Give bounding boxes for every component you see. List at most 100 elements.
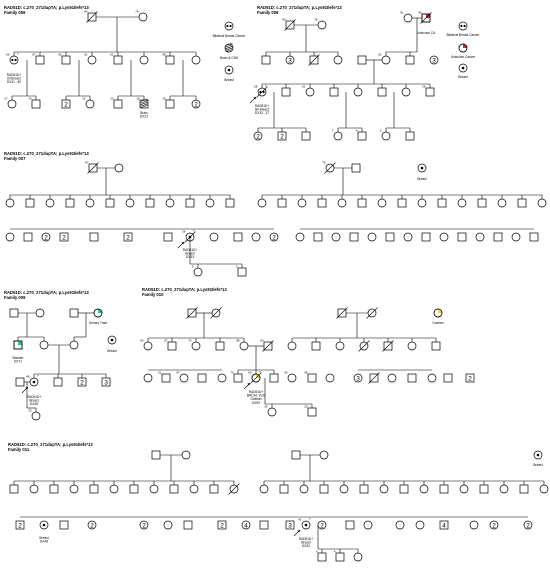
male-individual bbox=[105, 198, 115, 208]
female-individual bbox=[459, 484, 469, 494]
female-symbol bbox=[415, 520, 425, 530]
female-individual bbox=[224, 21, 234, 31]
female-symbol bbox=[469, 520, 479, 530]
male-symbol bbox=[319, 484, 329, 494]
proband-label: Breast bbox=[301, 541, 310, 545]
female-individual bbox=[269, 232, 279, 242]
male-symbol bbox=[123, 232, 133, 242]
female-symbol bbox=[181, 450, 191, 460]
female-symbol bbox=[239, 341, 249, 351]
proband-label: DX30 bbox=[302, 544, 310, 548]
age-label: 84 bbox=[84, 10, 88, 14]
male-symbol bbox=[397, 198, 407, 208]
female-individual bbox=[191, 55, 201, 65]
female-individual bbox=[224, 65, 234, 75]
male-individual bbox=[233, 232, 243, 242]
female-symbol bbox=[381, 131, 391, 141]
age-label: 62 bbox=[378, 53, 382, 57]
family-subtitle: Family 007 bbox=[4, 156, 26, 161]
male-individual bbox=[329, 87, 339, 97]
male-symbol bbox=[465, 373, 475, 383]
hatch-line bbox=[140, 103, 148, 107]
female-symbol bbox=[395, 520, 405, 530]
age-label: 60 bbox=[6, 53, 10, 57]
female-symbol bbox=[224, 21, 234, 31]
female-symbol bbox=[114, 163, 124, 173]
male-individual bbox=[233, 373, 243, 383]
male-individual bbox=[165, 99, 175, 109]
male-individual bbox=[89, 232, 99, 242]
female-individual bbox=[497, 198, 507, 208]
carrier-plus-mark: + bbox=[259, 370, 261, 374]
female-symbol bbox=[523, 520, 533, 530]
female-symbol bbox=[125, 198, 135, 208]
male-individual bbox=[279, 484, 289, 494]
female-symbol bbox=[143, 373, 153, 383]
female-symbol bbox=[458, 21, 468, 31]
male-symbol bbox=[529, 232, 539, 242]
male-individual bbox=[407, 373, 417, 383]
age-label: 51 bbox=[158, 371, 162, 375]
female-symbol bbox=[335, 341, 345, 351]
male-symbol bbox=[145, 198, 155, 208]
multiple-count: 2 bbox=[256, 133, 260, 140]
age-label: 41 bbox=[298, 518, 302, 522]
male-individual bbox=[277, 198, 287, 208]
female-symbol bbox=[339, 484, 349, 494]
male-individual bbox=[277, 131, 287, 141]
female-individual bbox=[165, 198, 175, 208]
male-individual bbox=[169, 484, 179, 494]
legend-label: Brain & CNS bbox=[220, 56, 238, 60]
age-label: 20 bbox=[304, 405, 308, 409]
female-individual bbox=[287, 341, 297, 351]
male-individual bbox=[151, 450, 161, 460]
age-label: 20 bbox=[110, 97, 114, 101]
male-individual bbox=[197, 373, 207, 383]
female-individual bbox=[427, 373, 437, 383]
female-symbol bbox=[253, 131, 263, 141]
family-title: RAD51D: c.270_271dupTA; p.Lys91Ilefs*13 bbox=[4, 5, 89, 10]
female-individual bbox=[305, 87, 315, 97]
female-individual bbox=[181, 450, 191, 460]
family-subtitle: Family 009 bbox=[4, 295, 26, 300]
female-individual bbox=[377, 198, 387, 208]
male-symbol bbox=[259, 520, 269, 530]
age-label: 15 bbox=[162, 97, 166, 101]
age-label: 48 bbox=[26, 375, 30, 379]
female-symbol bbox=[139, 55, 149, 65]
male-individual bbox=[61, 55, 71, 65]
bilateral-dot bbox=[14, 58, 17, 62]
female-individual bbox=[31, 411, 41, 421]
female-symbol bbox=[387, 373, 397, 383]
male-individual bbox=[317, 552, 327, 562]
female-individual bbox=[295, 232, 305, 242]
male-individual bbox=[65, 198, 75, 208]
age-label: 61 bbox=[302, 85, 306, 89]
female-symbol bbox=[333, 55, 343, 65]
male-symbol bbox=[349, 232, 359, 242]
deceased-slash bbox=[368, 372, 380, 384]
female-symbol bbox=[241, 520, 251, 530]
male-symbol bbox=[277, 131, 287, 141]
multiple-count: 3 bbox=[288, 57, 292, 64]
female-individual bbox=[163, 520, 173, 530]
female-individual bbox=[439, 232, 449, 242]
male-individual bbox=[113, 99, 123, 109]
affected-label: Breast bbox=[39, 536, 48, 540]
female-individual bbox=[407, 341, 417, 351]
breast-cancer-dot bbox=[536, 453, 540, 457]
proband bbox=[29, 377, 39, 387]
deceased-slash bbox=[228, 483, 240, 495]
male-individual bbox=[15, 520, 25, 530]
male-individual bbox=[317, 198, 327, 208]
age-label: 2 bbox=[380, 129, 382, 133]
age-label: 5 bbox=[192, 265, 194, 269]
male-symbol bbox=[167, 341, 177, 351]
female-individual bbox=[45, 198, 55, 208]
female-individual bbox=[458, 63, 468, 73]
brain-label: Brain bbox=[140, 111, 148, 115]
male-individual bbox=[477, 198, 487, 208]
female-symbol bbox=[269, 232, 279, 242]
deceased-slash bbox=[420, 12, 432, 24]
male-individual bbox=[385, 232, 395, 242]
